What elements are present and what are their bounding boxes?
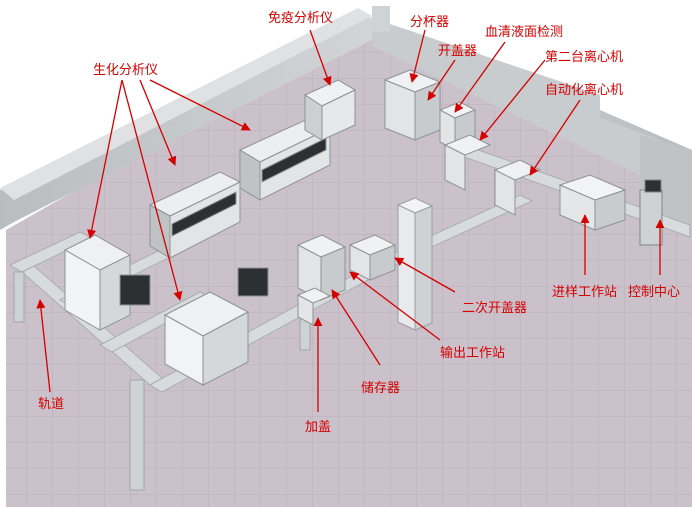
label-biochem-analyzer: 生化分析仪 (93, 63, 159, 78)
label-decapper: 开盖器 (438, 44, 478, 59)
floor (6, 28, 692, 507)
left-wall (0, 10, 372, 230)
label-immuno-analyzer: 免疫分析仪 (268, 11, 334, 26)
label-track: 轨道 (38, 397, 65, 412)
label-second-centrifuge: 第二台离心机 (545, 50, 624, 65)
control-center (639, 179, 663, 246)
label-aliquoter: 分杯器 (410, 15, 450, 30)
label-serum-level-detection: 血清液面检测 (485, 25, 564, 40)
centrifuge-modules (443, 134, 542, 216)
tall-column (396, 197, 434, 331)
label-secondary-decapper: 二次开盖器 (462, 301, 528, 316)
biochem-analyzer-4 (163, 267, 269, 386)
immuno-analyzer (303, 79, 357, 141)
label-control-center: 控制中心 (628, 285, 681, 300)
label-storage: 储存器 (361, 381, 401, 396)
recapper-module (296, 287, 332, 326)
label-output-station: 输出工作站 (440, 346, 506, 361)
label-input-station: 进样工作站 (552, 285, 618, 300)
storage-module (296, 234, 347, 301)
input-station (558, 174, 627, 231)
biochem-analyzer-2 (148, 171, 242, 259)
label-auto-centrifuge: 自动化离心机 (545, 83, 624, 98)
left-wall-top (0, 8, 372, 200)
biochem-analyzer-3 (63, 234, 151, 331)
secondary-decapper-module (348, 234, 397, 281)
leader-arrows (36, 29, 665, 412)
label-recapper: 加盖 (305, 420, 332, 435)
biochem-analyzer-1 (238, 117, 332, 201)
wall-pillar (372, 6, 390, 32)
